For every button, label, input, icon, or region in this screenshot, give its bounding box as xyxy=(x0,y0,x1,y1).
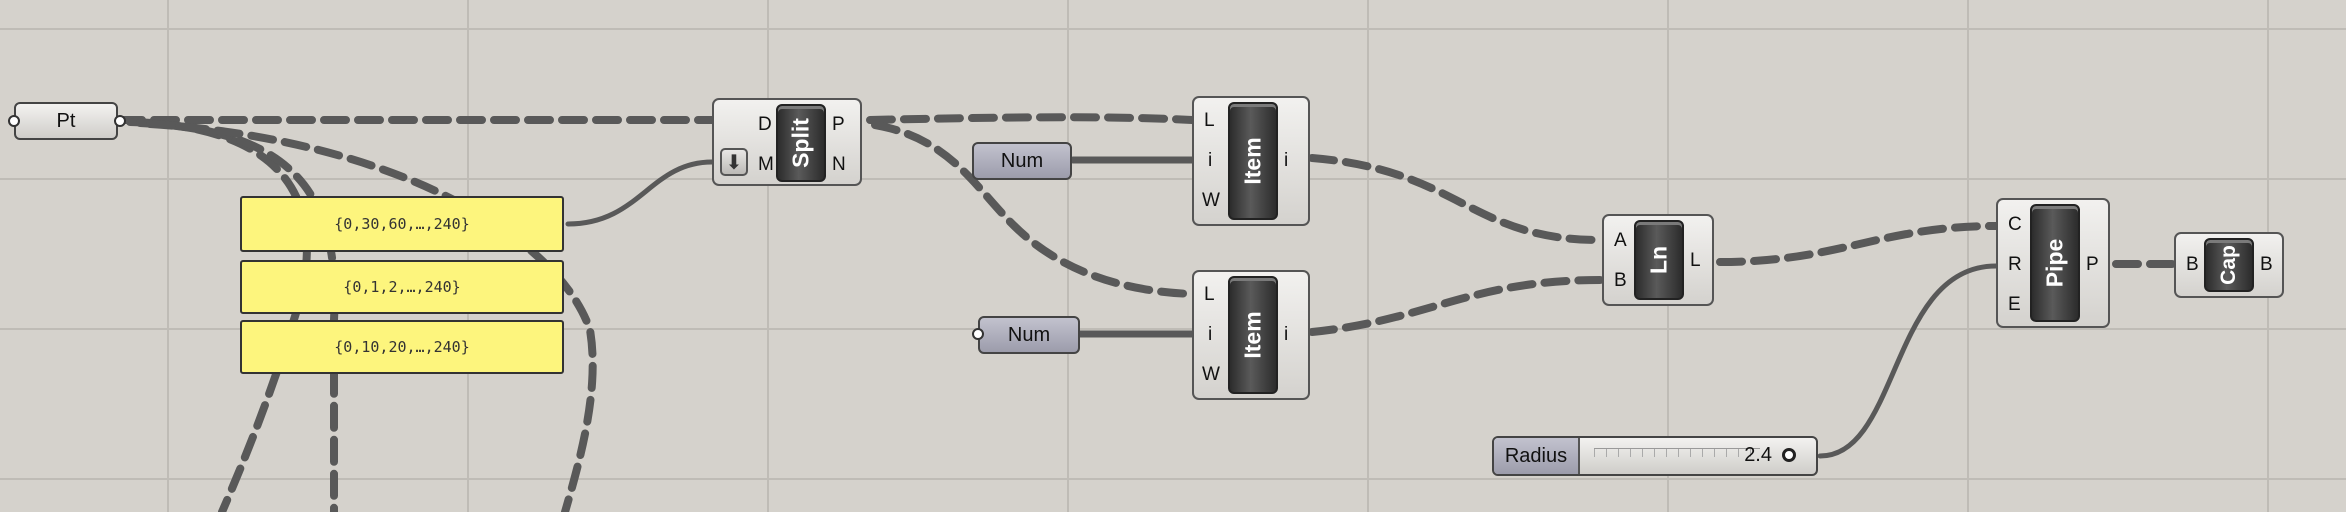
grid-line xyxy=(467,0,469,512)
pt-param[interactable]: Pt xyxy=(14,102,118,140)
grid-line xyxy=(0,28,2346,30)
cap-component[interactable]: B Cap B xyxy=(2174,232,2284,298)
cap-core: Cap xyxy=(2204,238,2254,292)
item-bottom-output-i: i xyxy=(1284,324,1289,345)
item-top-component[interactable]: L i W Item i xyxy=(1192,96,1310,226)
item-bottom-core: Item xyxy=(1228,276,1278,394)
wire-split-itemtop xyxy=(866,113,1196,124)
item-top-input-i: i xyxy=(1208,150,1213,171)
grid-line xyxy=(0,328,2346,330)
panel-2[interactable]: {0,1,2,…,240} xyxy=(240,260,564,314)
item-top-output-i: i xyxy=(1284,150,1289,171)
num-param-2-input-grip[interactable] xyxy=(972,328,984,340)
arrow-down-icon: ⬇ xyxy=(725,151,743,174)
radius-slider-value: 2.4 xyxy=(1744,444,1772,466)
split-label: Split xyxy=(787,118,814,168)
radius-slider-knob[interactable] xyxy=(1782,448,1796,462)
item-top-input-w: W xyxy=(1202,190,1220,211)
panel-2-text: {0,1,2,…,240} xyxy=(343,278,461,296)
num-param-2[interactable]: Num xyxy=(978,316,1080,354)
num-param-2-label: Num xyxy=(1007,323,1051,346)
wire-itembottom-ln xyxy=(1308,276,1604,336)
ln-component[interactable]: A B Ln L xyxy=(1602,214,1714,306)
ln-label: Ln xyxy=(1645,245,1672,275)
cap-label: Cap xyxy=(2217,245,2240,285)
item-top-label: Item xyxy=(1239,137,1266,185)
wire-itemtop-ln xyxy=(1308,154,1604,244)
cap-input-b: B xyxy=(2186,254,2199,275)
ln-core: Ln xyxy=(1634,220,1684,300)
pt-input-grip[interactable] xyxy=(8,115,20,127)
split-output-n: N xyxy=(832,154,846,175)
wire-radius-pipe xyxy=(1817,263,1999,459)
pt-output-grip[interactable] xyxy=(114,115,126,127)
num-param-1-label: Num xyxy=(1000,149,1044,172)
wire-pt-down-1 xyxy=(126,118,311,512)
item-top-input-l: L xyxy=(1204,110,1215,131)
cap-output-b: B xyxy=(2260,254,2273,275)
pipe-component[interactable]: C R E Pipe P xyxy=(1996,198,2110,328)
split-arrow-toggle[interactable]: ⬇ xyxy=(720,148,748,176)
ln-output-l: L xyxy=(1690,250,1701,271)
pipe-input-e: E xyxy=(2008,294,2021,315)
wire-split-itembottom xyxy=(871,121,1196,298)
pipe-input-r: R xyxy=(2008,254,2022,275)
num-param-1[interactable]: Num xyxy=(972,142,1072,180)
pt-param-label: Pt xyxy=(56,109,76,132)
item-bottom-input-i: i xyxy=(1208,324,1213,345)
wire-panel-split xyxy=(565,159,715,227)
radius-slider-track[interactable] xyxy=(1594,448,1760,459)
item-bottom-input-w: W xyxy=(1202,364,1220,385)
grid-line xyxy=(1067,0,1069,512)
radius-slider-label-text: Radius xyxy=(1504,444,1568,467)
ln-input-b: B xyxy=(1614,270,1627,291)
pipe-output-p: P xyxy=(2086,254,2099,275)
split-core: Split xyxy=(776,104,826,182)
radius-slider[interactable]: Radius 2.4 xyxy=(1492,436,1818,476)
panel-1-text: {0,30,60,…,240} xyxy=(334,215,470,233)
radius-slider-label: Radius xyxy=(1494,438,1580,474)
panel-3-text: {0,10,20,…,240} xyxy=(334,338,470,356)
item-bottom-label: Item xyxy=(1239,311,1266,359)
wire-pt-down-2 xyxy=(136,119,339,512)
split-component[interactable]: D M ⬇ Split P N xyxy=(712,98,862,186)
panel-3[interactable]: {0,10,20,…,240} xyxy=(240,320,564,374)
wire-ln-pipe xyxy=(1716,222,2000,266)
panel-1[interactable]: {0,30,60,…,240} xyxy=(240,196,564,252)
pipe-label: Pipe xyxy=(2041,238,2068,288)
split-input-m: M xyxy=(758,154,774,175)
pipe-input-c: C xyxy=(2008,214,2022,235)
item-top-core: Item xyxy=(1228,102,1278,220)
pipe-core: Pipe xyxy=(2030,204,2080,322)
item-bottom-component[interactable]: L i W Item i xyxy=(1192,270,1310,400)
item-bottom-input-l: L xyxy=(1204,284,1215,305)
split-output-p: P xyxy=(832,114,845,135)
wire-pt-down-3 xyxy=(146,120,597,512)
ln-input-a: A xyxy=(1614,230,1627,251)
split-input-d: D xyxy=(758,114,772,135)
